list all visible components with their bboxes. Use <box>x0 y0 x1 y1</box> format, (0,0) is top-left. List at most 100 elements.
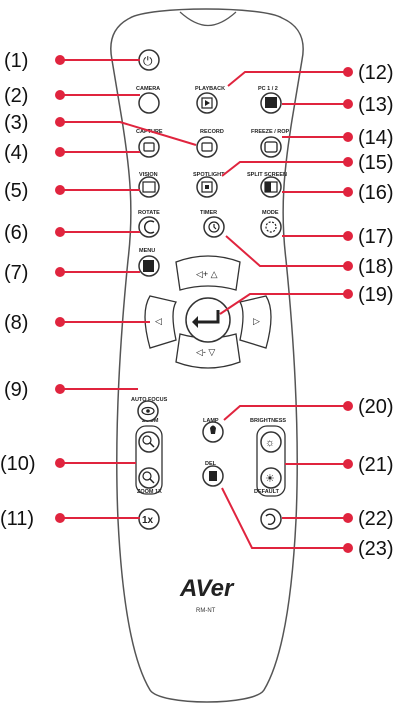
nav-left-button[interactable] <box>144 295 178 349</box>
pc-icon <box>265 97 277 108</box>
nav-up-button[interactable] <box>175 255 241 291</box>
callout-dot-19 <box>343 289 353 299</box>
freeze-button[interactable] <box>260 136 282 158</box>
leader-line-23 <box>221 487 348 549</box>
leader-line-15 <box>221 161 348 177</box>
callout-dot-17 <box>343 231 353 241</box>
brand-logo: AVer <box>179 575 235 602</box>
callout-dot-4 <box>55 147 65 157</box>
callout-label-12: (12) <box>358 62 394 84</box>
zoom-out-button[interactable] <box>138 467 160 489</box>
left-arrow-icon: ◁ <box>155 316 162 326</box>
callout-label-15: (15) <box>358 152 394 174</box>
mode-button[interactable] <box>260 216 282 238</box>
mode-icon <box>265 221 277 233</box>
leader-line-12 <box>227 71 348 87</box>
record-icon <box>201 142 213 152</box>
enter-button[interactable] <box>185 297 231 343</box>
freeze-label: FREEZE / ROP <box>251 129 290 135</box>
rotate-icon <box>144 220 155 234</box>
zoom-in-button[interactable] <box>138 431 160 453</box>
trash-icon <box>209 471 217 481</box>
callout-dot-3 <box>55 117 65 127</box>
callout-dot-13 <box>343 99 353 109</box>
callout-dot-22 <box>343 513 353 523</box>
leader-line-18 <box>225 235 348 267</box>
callout-label-8: (8) <box>4 312 28 334</box>
lamp-label: LAMP <box>203 418 219 424</box>
split-screen-label: SPLIT SCREEN <box>247 172 287 178</box>
power-icon: ⏻ <box>143 54 153 68</box>
callout-label-17: (17) <box>358 226 394 248</box>
callout-dot-14 <box>343 132 353 142</box>
pc-label: PC 1 / 2 <box>258 86 278 92</box>
callout-label-21: (21) <box>358 454 394 476</box>
vision-label: VISION <box>139 172 158 178</box>
nav-right-button[interactable] <box>238 295 272 349</box>
brightness-up-icon: ☼ <box>265 437 275 449</box>
callout-dot-21 <box>343 459 353 469</box>
model-number: RM-NT <box>196 608 216 614</box>
default-label: DEFAULT <box>254 489 280 495</box>
callout-lines <box>60 59 348 549</box>
rotate-label: ROTATE <box>138 210 160 216</box>
rotate-button[interactable] <box>138 216 160 238</box>
brightness-rocker <box>256 425 286 497</box>
playback-icon <box>201 97 213 109</box>
enter-arrow-icon <box>192 316 198 328</box>
vision-icon <box>142 181 156 193</box>
callout-dot-20 <box>343 401 353 411</box>
callout-label-1: (1) <box>4 50 28 72</box>
callout-dot-18 <box>343 261 353 271</box>
spotlight-label: SPOTLIGHT <box>193 172 225 178</box>
camera-label: CAMERA <box>136 86 160 92</box>
callout-dot-9 <box>55 384 65 394</box>
volume-up-icon: ◁+ △ <box>196 269 218 279</box>
callout-label-5: (5) <box>4 180 28 202</box>
zoom-1x-icon: 1x <box>142 515 154 526</box>
navigation-pad: ◁+ △ ◁- ▽ ◁ ▷ <box>144 255 272 369</box>
callout-dots <box>55 55 353 553</box>
callout-label-14: (14) <box>358 127 394 149</box>
callout-label-7: (7) <box>4 262 28 284</box>
zoom-in-icon <box>142 435 152 445</box>
callout-label-18: (18) <box>358 256 394 278</box>
record-button[interactable] <box>196 136 218 158</box>
menu-label: MENU <box>139 248 155 254</box>
callout-label-11: (11) <box>0 508 34 530</box>
brightness-down-icon: ☀ <box>265 473 275 485</box>
eye-icon <box>141 406 155 416</box>
callout-dot-1 <box>55 55 65 65</box>
leader-line-3 <box>60 121 197 146</box>
callout-dot-10 <box>55 458 65 468</box>
menu-icon <box>143 260 154 272</box>
playback-label: PLAYBACK <box>195 86 225 92</box>
callout-labels: (1) (2) (3) (4) (5) (6) (7) (8) (9) (10)… <box>0 50 394 560</box>
brightness-down-button[interactable] <box>260 467 282 489</box>
callout-dot-23 <box>343 543 353 553</box>
callout-dot-12 <box>343 67 353 77</box>
callout-label-23: (23) <box>358 538 394 560</box>
default-button[interactable] <box>260 508 282 530</box>
callout-label-13: (13) <box>358 94 394 116</box>
capture-icon <box>143 142 155 152</box>
callout-label-9: (9) <box>4 379 28 401</box>
callout-dot-16 <box>343 187 353 197</box>
record-label: RECORD <box>200 129 224 135</box>
callout-label-4: (4) <box>4 142 28 164</box>
timer-label: TIMER <box>200 210 217 216</box>
timer-icon <box>208 221 220 233</box>
callout-label-22: (22) <box>358 508 394 530</box>
camera-button[interactable] <box>138 92 160 114</box>
leader-line-20 <box>223 405 348 421</box>
callout-label-10: (10) <box>0 453 36 475</box>
brightness-label: BRIGHTNESS <box>250 418 286 424</box>
callout-dot-11 <box>55 513 65 523</box>
brightness-up-button[interactable] <box>260 431 282 453</box>
lamp-icon <box>210 425 216 434</box>
volume-down-icon: ◁- ▽ <box>196 347 215 357</box>
callout-dot-5 <box>55 185 65 195</box>
capture-button[interactable] <box>138 136 160 158</box>
vision-button[interactable] <box>138 176 160 198</box>
